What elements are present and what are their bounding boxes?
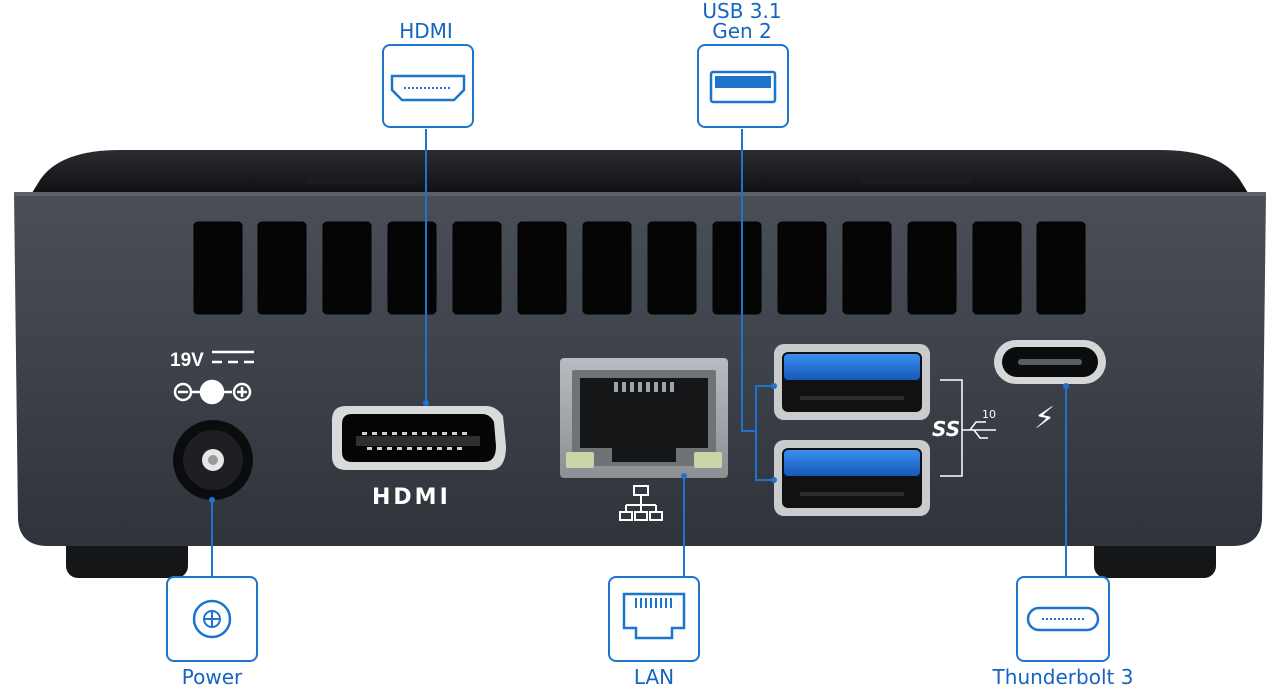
thunderbolt-callout-box bbox=[1016, 576, 1110, 662]
usb-speed-number: 10 bbox=[982, 408, 996, 421]
power-jack[interactable] bbox=[173, 420, 253, 500]
polarity-symbol-icon bbox=[173, 379, 252, 405]
chassis-highlight bbox=[14, 192, 1266, 196]
usb-callout-box bbox=[697, 44, 789, 128]
power-callout-box bbox=[166, 576, 258, 662]
usb-callout-label-line1: USB 3.1 bbox=[702, 0, 782, 23]
thunderbolt-symbol-icon: ⚡ bbox=[1034, 401, 1055, 436]
lan-led-right bbox=[694, 452, 722, 468]
usb-bracket bbox=[940, 379, 963, 477]
vent-grille bbox=[193, 221, 1086, 315]
hdmi-port[interactable] bbox=[332, 406, 506, 470]
lid-edge bbox=[305, 176, 417, 184]
power-rating-text: 19V bbox=[170, 350, 204, 371]
hdmi-callout-label: HDMI bbox=[399, 19, 453, 43]
hdmi-port-icon bbox=[390, 74, 466, 102]
hdmi-callout-box bbox=[382, 44, 474, 128]
power-callout-label: Power bbox=[181, 665, 243, 689]
callout-lines bbox=[211, 129, 1067, 576]
usb-port-bottom[interactable] bbox=[774, 440, 930, 516]
lan-callout-label: LAN bbox=[633, 665, 675, 689]
callout-dots bbox=[209, 383, 1069, 503]
hdmi-logo-text: HDMI bbox=[372, 485, 451, 510]
device-lid bbox=[30, 150, 1250, 196]
usb-a-port-icon bbox=[709, 70, 777, 104]
power-jack-icon bbox=[192, 599, 232, 639]
usb-c-port-icon bbox=[1026, 606, 1100, 632]
usb-callout-label-line2: Gen 2 bbox=[712, 19, 772, 43]
thunderbolt-callout-label: Thunderbolt 3 bbox=[992, 665, 1134, 689]
thunderbolt-port[interactable] bbox=[994, 340, 1106, 384]
ethernet-port-icon bbox=[622, 592, 686, 640]
ethernet-port[interactable] bbox=[560, 358, 728, 478]
lan-led-left bbox=[566, 452, 594, 468]
dc-symbol-icon bbox=[212, 350, 254, 364]
usb-ss-badge: SS bbox=[932, 417, 960, 441]
usb-trident-icon bbox=[962, 421, 996, 439]
usb-port-top[interactable] bbox=[774, 344, 930, 420]
lid-edge-right bbox=[860, 176, 972, 184]
lan-callout-box bbox=[608, 576, 700, 662]
network-symbol-icon bbox=[619, 485, 663, 521]
